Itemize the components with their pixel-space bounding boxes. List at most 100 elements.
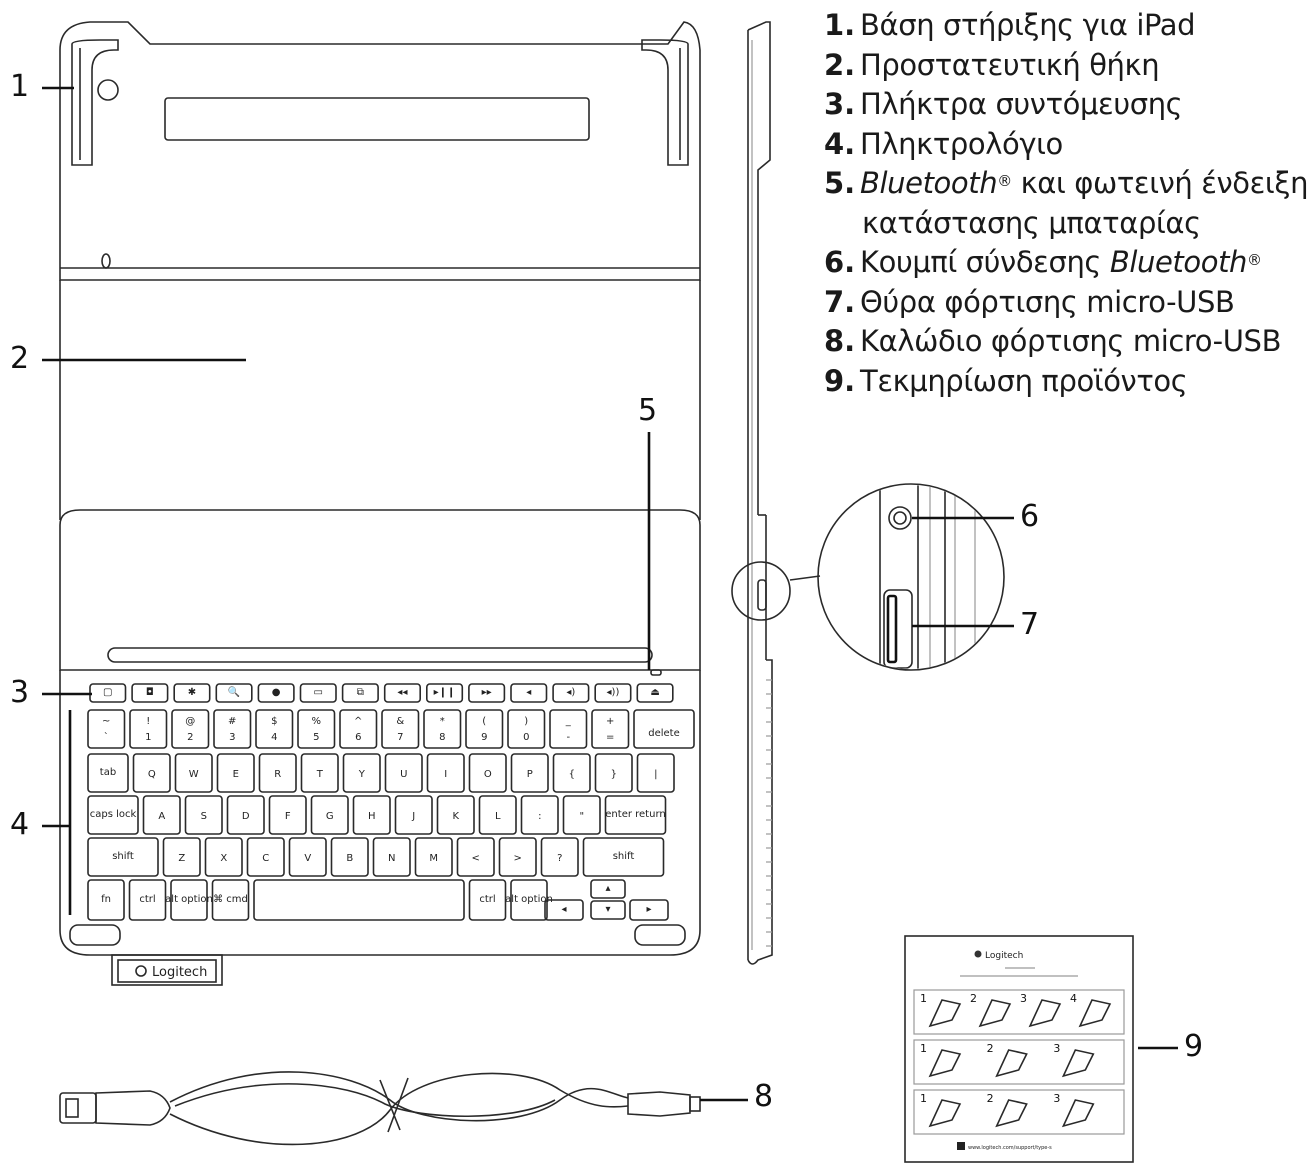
number-key-12-bottom: -	[566, 732, 570, 743]
doc-illustration	[928, 1049, 962, 1078]
zoom-source-circle	[731, 561, 791, 621]
side-ribs	[766, 679, 772, 947]
legend-item-2: 2.Προστατευτική θήκη	[824, 47, 1160, 82]
number-key-11-top: )	[524, 716, 528, 727]
number-key-1	[87, 709, 126, 749]
tab-logo-text: Logitech	[152, 965, 207, 980]
bottom-key-1	[87, 879, 125, 921]
asdf-key-5-label: F	[285, 811, 291, 822]
qwerty-key-6	[300, 753, 339, 793]
keyboard-housing	[59, 509, 701, 956]
fn-key-1-label: ▢	[103, 687, 112, 698]
fn-key-7	[341, 683, 379, 703]
arrow-up-key	[590, 879, 626, 899]
qwerty-key-4	[216, 753, 255, 793]
doc-illustration	[1078, 999, 1112, 1028]
asdf-key-12	[562, 795, 601, 835]
zxcv-key-9-label: <	[472, 853, 480, 864]
callout-8: 8	[754, 1079, 774, 1114]
zxcv-key-7-label: N	[388, 853, 395, 864]
number-key-2-top: !	[146, 716, 150, 727]
fn-key-8-label: ◂◂	[397, 687, 407, 698]
asdf-key-1	[87, 795, 139, 835]
fn-key-5	[257, 683, 295, 703]
number-key-2-bottom: 1	[145, 732, 151, 743]
number-key-8-bottom: 7	[397, 732, 403, 743]
legend-item-4: 4.Πληκτρολόγιο	[824, 126, 1063, 161]
number-key-12-top: _	[565, 716, 572, 727]
legend-item-5-cont: κατάστασης μπαταρίας	[862, 205, 1201, 240]
number-key-13-bottom: =	[606, 732, 614, 743]
bottom-key-1-label: fn	[101, 894, 111, 905]
number-key-5	[255, 709, 294, 749]
asdf-key-7	[352, 795, 391, 835]
qwerty-key-1-label: tab	[100, 767, 116, 778]
arrow-right-key	[629, 899, 669, 921]
doc-step-number: 2	[987, 1092, 994, 1105]
bottom-key-3	[170, 879, 208, 921]
zxcv-key-4	[246, 837, 285, 877]
number-key-10	[465, 709, 504, 749]
fn-key-6-label: ▭	[314, 687, 323, 698]
asdf-key-4-label: D	[242, 811, 250, 822]
number-key-7-top: ^	[354, 716, 362, 727]
fn-key-13	[594, 683, 632, 703]
number-key-12	[549, 709, 588, 749]
legend-item-7: 7.Θύρα φόρτισης micro-USB	[824, 284, 1235, 319]
doc-panel-1	[913, 989, 1125, 1035]
asdf-key-10	[478, 795, 517, 835]
qwerty-key-9-label: I	[444, 769, 447, 780]
doc-illustration	[928, 999, 962, 1028]
asdf-key-10-label: L	[495, 811, 501, 822]
qwerty-key-9	[426, 753, 465, 793]
number-key-10-top: (	[482, 716, 486, 727]
callout-9: 9	[1184, 1029, 1204, 1064]
doc-step-number: 1	[920, 1092, 927, 1105]
qwerty-key-14	[636, 753, 675, 793]
arrow-down-key-label: ▾	[605, 904, 610, 915]
qwerty-key-7	[342, 753, 381, 793]
qwerty-key-5-label: R	[274, 769, 281, 780]
zxcv-key-1	[87, 837, 159, 877]
asdf-key-9-label: K	[452, 811, 459, 822]
fn-key-13-label: ◂))	[607, 687, 620, 698]
number-key-5-top: $	[271, 716, 277, 727]
arrow-left-key	[544, 899, 584, 921]
doc-step-number: 3	[1020, 992, 1027, 1005]
bottom-key-3-label: alt option	[165, 894, 213, 905]
zxcv-key-2-label: Z	[178, 853, 185, 864]
camera-hole	[101, 253, 111, 269]
micro-usb-port	[883, 589, 913, 669]
zxcv-key-5-label: V	[304, 853, 311, 864]
stand-slot	[164, 97, 590, 141]
callout-3: 3	[10, 675, 30, 710]
asdf-key-6-label: G	[326, 811, 334, 822]
fn-key-3-label: ✱	[188, 687, 196, 698]
doc-step-number: 4	[1070, 992, 1077, 1005]
callout-2: 2	[10, 341, 30, 376]
doc-brand: Logitech	[985, 951, 1023, 961]
qwerty-key-2	[132, 753, 171, 793]
fn-key-11	[510, 683, 548, 703]
asdf-key-7-label: H	[368, 811, 376, 822]
doc-illustration	[978, 999, 1012, 1028]
zxcv-key-11-label: ?	[557, 853, 562, 864]
qwerty-key-6-label: T	[316, 769, 324, 780]
asdf-key-3	[184, 795, 223, 835]
number-key-9	[423, 709, 462, 749]
number-key-14-top: delete	[648, 728, 680, 739]
bottom-key-7-label: alt option	[505, 894, 553, 905]
doc-illustration	[1028, 999, 1062, 1028]
zxcv-key-1-label: shift	[112, 851, 134, 862]
asdf-key-4	[226, 795, 265, 835]
bottom-key-6	[468, 879, 507, 921]
doc-illustration	[1061, 1049, 1095, 1078]
callout-4: 4	[10, 807, 30, 842]
fn-key-7-label: ⧉	[357, 687, 364, 698]
doc-step-number: 1	[920, 992, 927, 1005]
number-key-13	[591, 709, 630, 749]
qwerty-key-11-label: P	[527, 769, 533, 780]
zxcv-key-4-label: C	[262, 853, 269, 864]
